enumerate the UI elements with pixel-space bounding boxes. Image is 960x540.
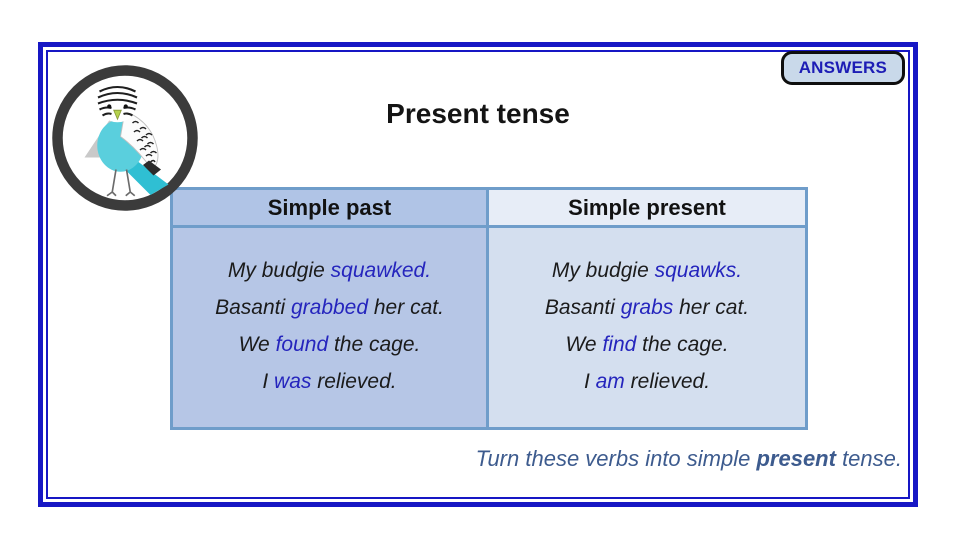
sentence-line: We found the cage. — [238, 333, 421, 356]
answers-button[interactable]: ANSWERS — [780, 51, 905, 85]
page-title: Present tense — [386, 98, 570, 129]
table-cell-present-sentences: My budgie squawks. Basanti grabs her cat… — [489, 228, 805, 427]
sentence-line: My budgie squawks. — [551, 259, 743, 282]
slide-border-inner-line — [46, 50, 910, 499]
slide-border-frame — [38, 42, 918, 507]
sentence-line: We find the cage. — [565, 333, 729, 356]
instruction-text: Turn these verbs into simple present ten… — [475, 446, 902, 471]
table-header-simple-past: Simple past — [173, 190, 489, 228]
tense-comparison-table: Simple past Simple present My budgie squ… — [170, 187, 808, 430]
sentence-line: I was relieved. — [262, 370, 397, 393]
sentence-line: Basanti grabs her cat. — [544, 296, 750, 319]
budgie-bird-illustration — [52, 65, 198, 211]
sentence-line: I am relieved. — [583, 370, 711, 393]
table-header-simple-present: Simple present — [489, 190, 805, 228]
sentence-line: My budgie squawked. — [227, 259, 432, 282]
table-cell-past-sentences: My budgie squawked. Basanti grabbed her … — [173, 228, 489, 427]
sentence-line: Basanti grabbed her cat. — [215, 296, 444, 319]
budgie-bird-icon — [50, 63, 200, 213]
